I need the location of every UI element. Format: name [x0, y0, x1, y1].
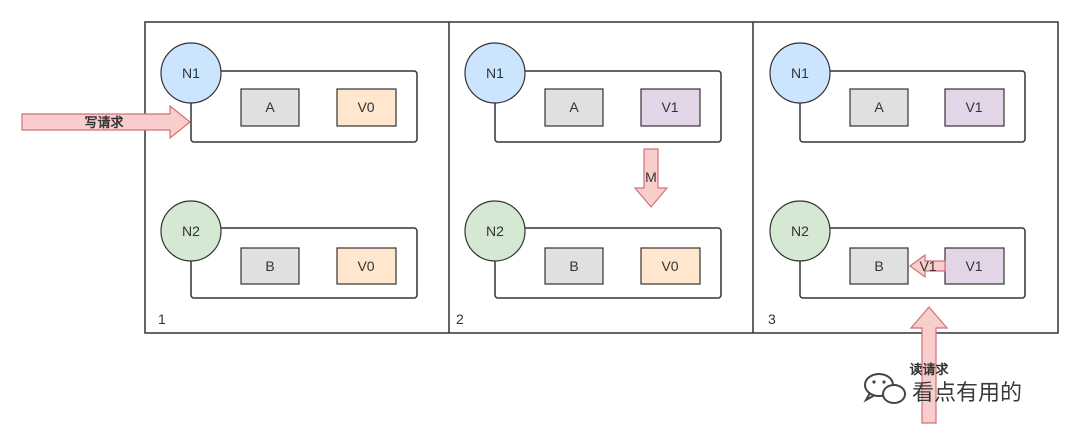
key-label: A: [569, 99, 579, 115]
value-cell: [640, 247, 701, 285]
node-container-n2: [190, 227, 418, 299]
key-label: B: [874, 258, 883, 274]
key-cell-b: [849, 247, 909, 285]
node-n2-circle: [769, 200, 831, 262]
key-cell-b: [544, 247, 604, 285]
node-container-n2: [799, 227, 1026, 299]
node-label: N1: [791, 65, 809, 81]
return-label: V1: [919, 258, 936, 274]
panel-3: A V1 N1 B V1 N2 3 V1 读请求: [768, 42, 1026, 424]
node-label: N2: [486, 223, 504, 239]
node-n1-circle: [769, 42, 831, 104]
value-label: V1: [965, 258, 982, 274]
value-cell: [944, 247, 1005, 285]
value-label: V1: [965, 99, 982, 115]
key-cell-a: [849, 88, 909, 127]
wechat-icon: [863, 373, 906, 404]
write-request-label: 写请求: [84, 115, 124, 131]
panel-2: A V1 N1 B V0 N2 2 M: [456, 42, 722, 327]
outer-frame: [144, 21, 1059, 334]
watermark-text: 看点有用的: [912, 381, 1022, 406]
key-label: B: [265, 258, 274, 274]
node-label: N1: [182, 65, 200, 81]
panel-number: 2: [456, 311, 464, 327]
node-label: N2: [182, 223, 200, 239]
key-label: B: [569, 258, 578, 274]
node-container-n1: [799, 70, 1026, 143]
value-cell: [640, 88, 701, 127]
value-cell: [336, 247, 397, 285]
value-label: V0: [357, 258, 374, 274]
node-n1-circle: [160, 42, 222, 104]
node-n1-circle: [464, 42, 526, 104]
value-label: V0: [357, 99, 374, 115]
node-container-n2: [494, 227, 722, 299]
value-cell: [944, 88, 1005, 127]
transfer-label: M: [645, 169, 657, 185]
node-container-n1: [190, 70, 418, 143]
watermark: 看点有用的: [863, 373, 1022, 406]
replication-arrow: [633, 148, 669, 208]
node-label: N1: [486, 65, 504, 81]
panel-1: A V0 N1 B V0 N2 1 写请求: [21, 42, 418, 327]
node-n2-circle: [160, 200, 222, 262]
key-cell-b: [240, 247, 300, 285]
key-label: A: [874, 99, 884, 115]
node-label: N2: [791, 223, 809, 239]
node-container-n1: [494, 70, 722, 143]
panel-number: 3: [768, 311, 776, 327]
value-label: V1: [661, 99, 678, 115]
key-label: A: [265, 99, 275, 115]
key-cell-a: [240, 88, 300, 127]
read-request-label: 读请求: [909, 362, 949, 378]
return-arrow: [908, 253, 946, 279]
node-n2-circle: [464, 200, 526, 262]
key-cell-a: [544, 88, 604, 127]
value-label: V0: [661, 258, 678, 274]
read-request-arrow: [909, 306, 949, 424]
panel-number: 1: [158, 311, 166, 327]
write-request-arrow: [21, 104, 191, 140]
value-cell: [336, 88, 397, 127]
